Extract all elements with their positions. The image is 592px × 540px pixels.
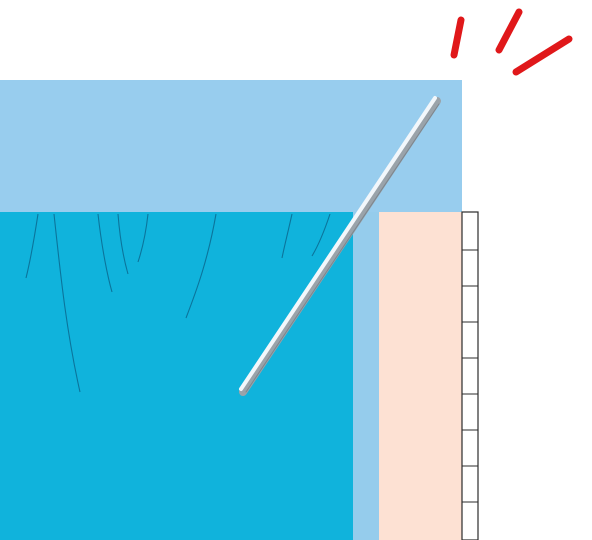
impact-marks (454, 12, 569, 72)
adjacent-pink-panel (379, 212, 462, 540)
liquid-region (0, 212, 353, 540)
measurement-scale (462, 212, 478, 540)
container-top-band (0, 80, 462, 212)
container-side-wall (353, 212, 379, 540)
